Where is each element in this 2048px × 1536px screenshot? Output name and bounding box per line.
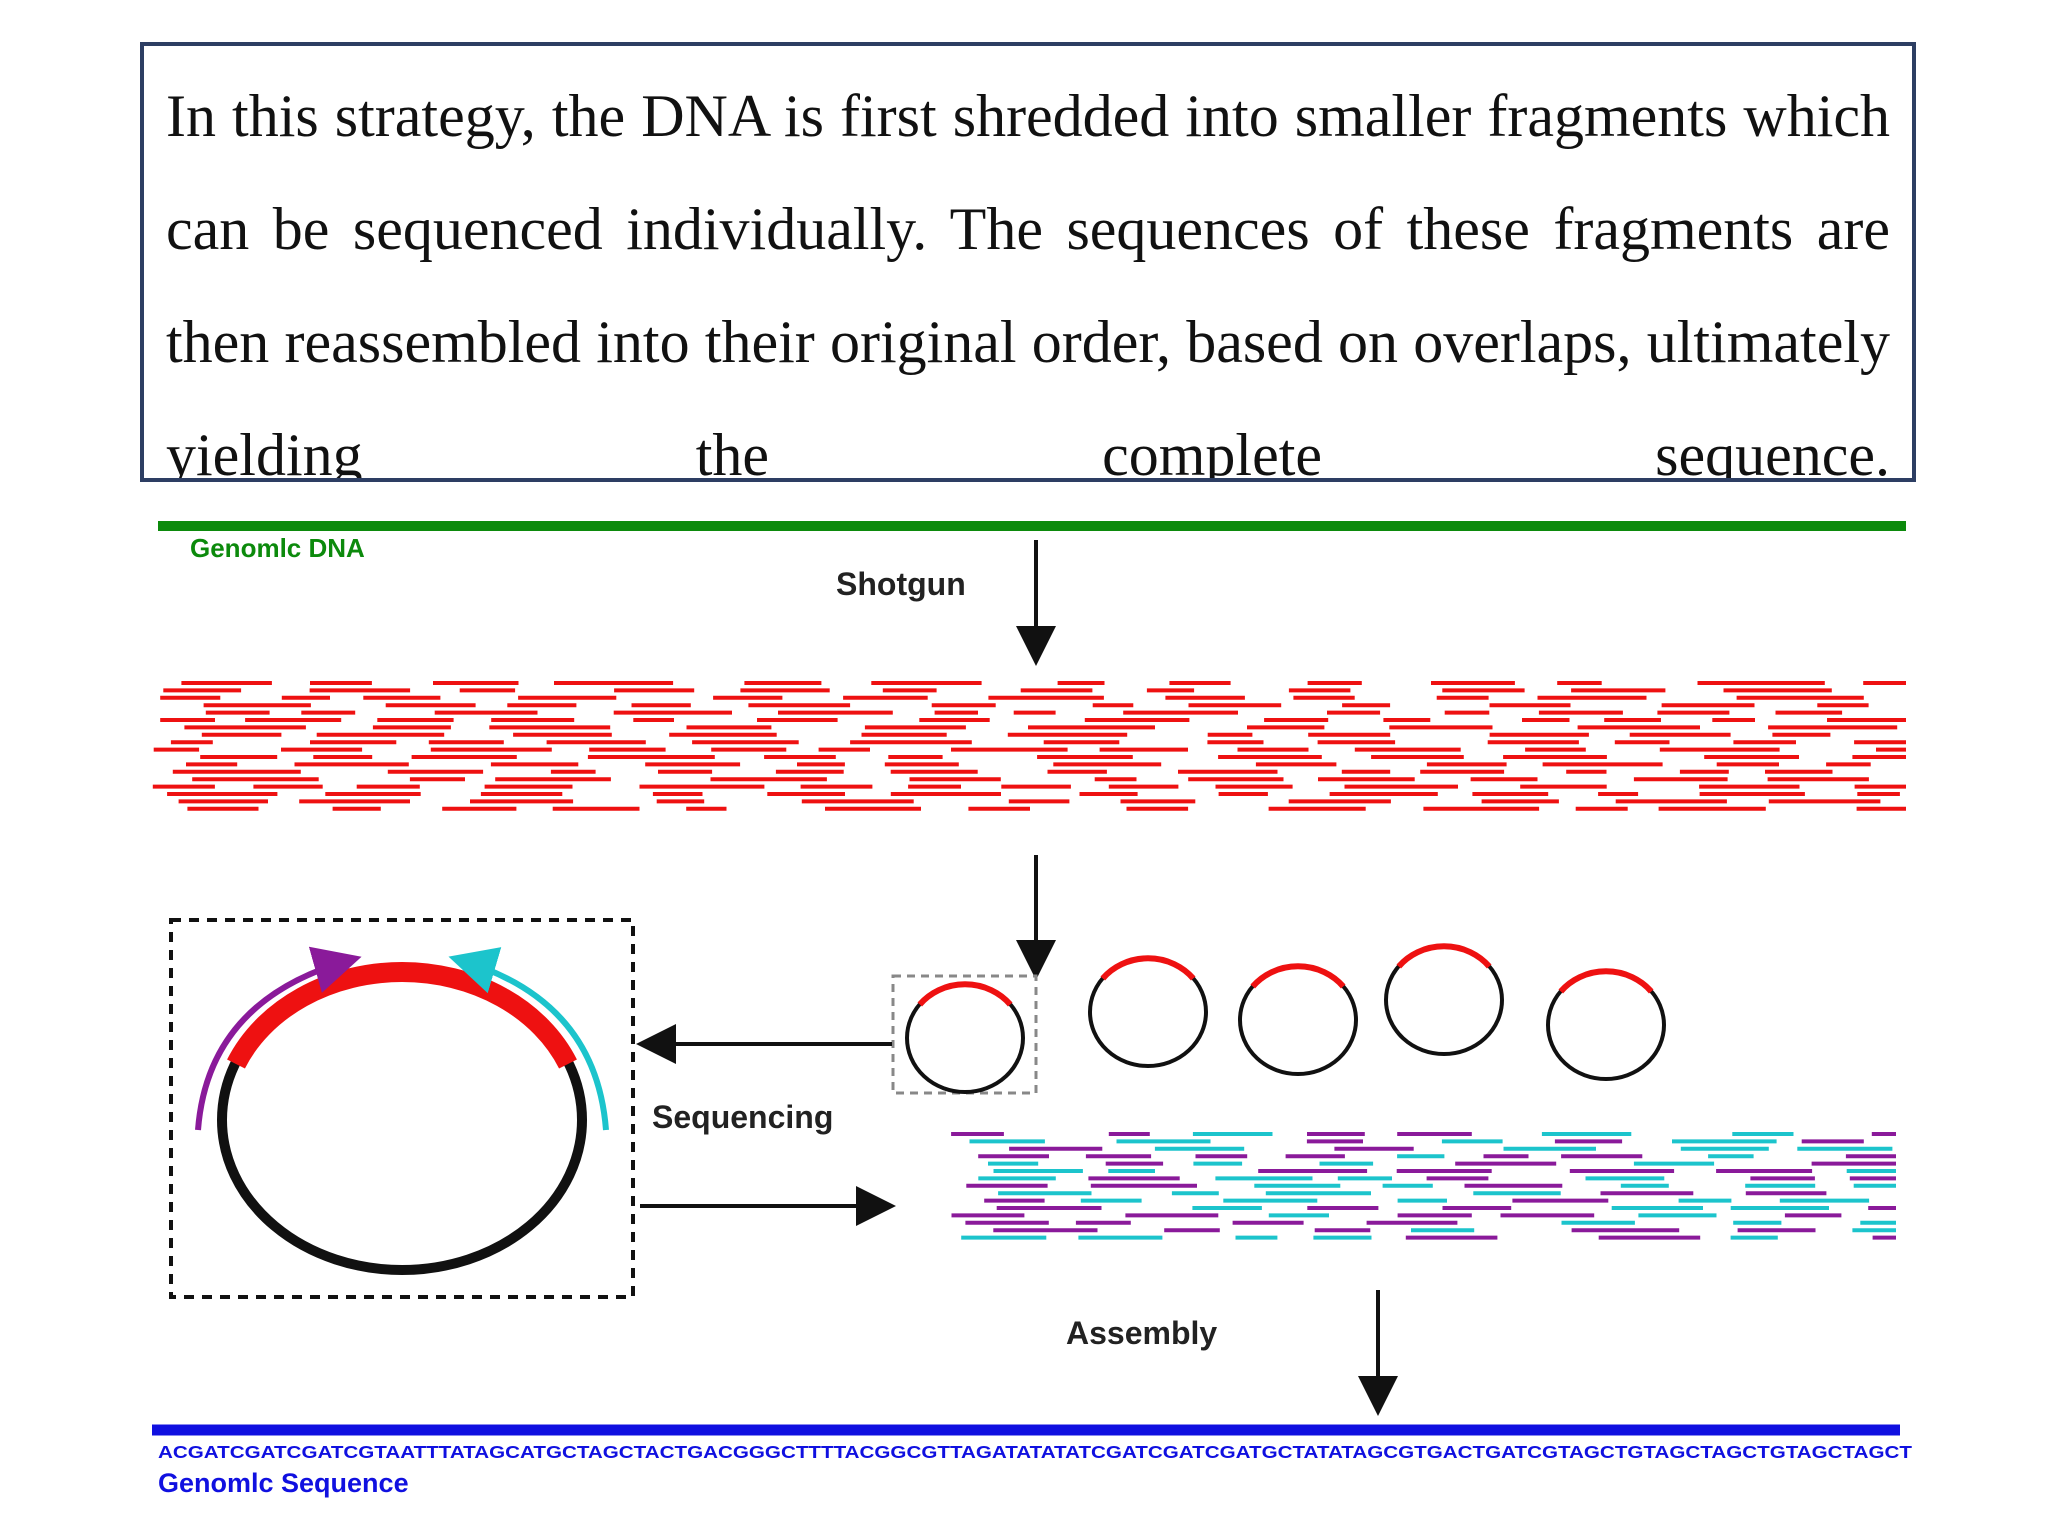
genomic-sequence-label: Genomlc Sequence — [158, 1468, 409, 1498]
forward-read-arrow — [195, 946, 362, 1131]
plasmid-row — [905, 943, 1666, 1094]
plasmid-detail-insert — [227, 962, 577, 1069]
plasmid-detail-box — [169, 918, 635, 1299]
sequencing-label: Sequencing — [652, 1099, 833, 1135]
sequence-string: ACGATCGATCGATCGTAATTTATAGCATGCTAGCTACTGA… — [158, 1442, 1912, 1462]
plasmid-insert — [1250, 963, 1346, 989]
plasmid-insert — [1100, 955, 1196, 981]
shotgun-label: Shotgun — [836, 566, 966, 602]
selected-plasmid-box — [891, 974, 1038, 1095]
plasmid-insert — [917, 981, 1013, 1007]
description-text: In this strategy, the DNA is first shred… — [166, 83, 1890, 482]
genomic-dna-label: Genomlc DNA — [190, 533, 365, 563]
plasmid-insert — [1558, 968, 1654, 994]
plasmid-insert — [1396, 943, 1492, 969]
reverse-read-arrow — [448, 947, 609, 1131]
assembly-label: Assembly — [1066, 1315, 1217, 1351]
description-text-box: In this strategy, the DNA is first shred… — [140, 42, 1916, 482]
dna-fragments — [152, 681, 1906, 811]
sequence-reads — [951, 1132, 1896, 1240]
